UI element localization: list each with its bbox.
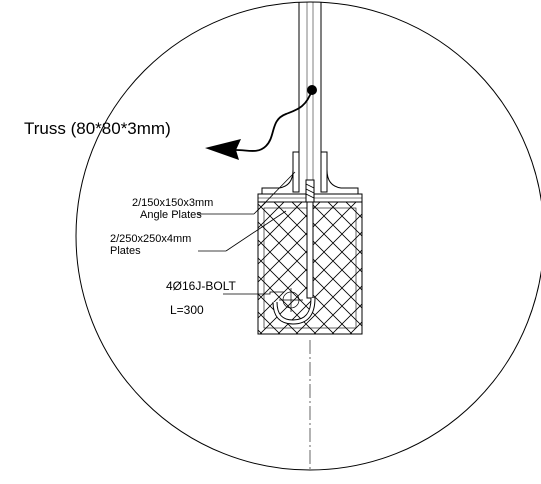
angle-plates	[261, 151, 359, 195]
angle-plates-label-line1: 2/150x150x3mm	[132, 197, 213, 209]
leader-arrowhead	[205, 139, 241, 160]
angle-plates-label-line2: Angle Plates	[140, 209, 202, 221]
callout-leaders	[198, 171, 296, 295]
truss-label: Truss (80*80*3mm)	[24, 119, 171, 138]
plates-label-line1: 2/250x250x4mm	[110, 233, 191, 245]
bolt-label-line1: 4Ø16J-BOLT	[166, 279, 236, 293]
plates-label-line2: Plates	[110, 245, 141, 257]
truss-leader	[205, 85, 317, 160]
detail-circle	[75, 1, 541, 471]
bolt-label-line2: L=300	[170, 303, 204, 317]
j-bolt	[272, 179, 316, 325]
